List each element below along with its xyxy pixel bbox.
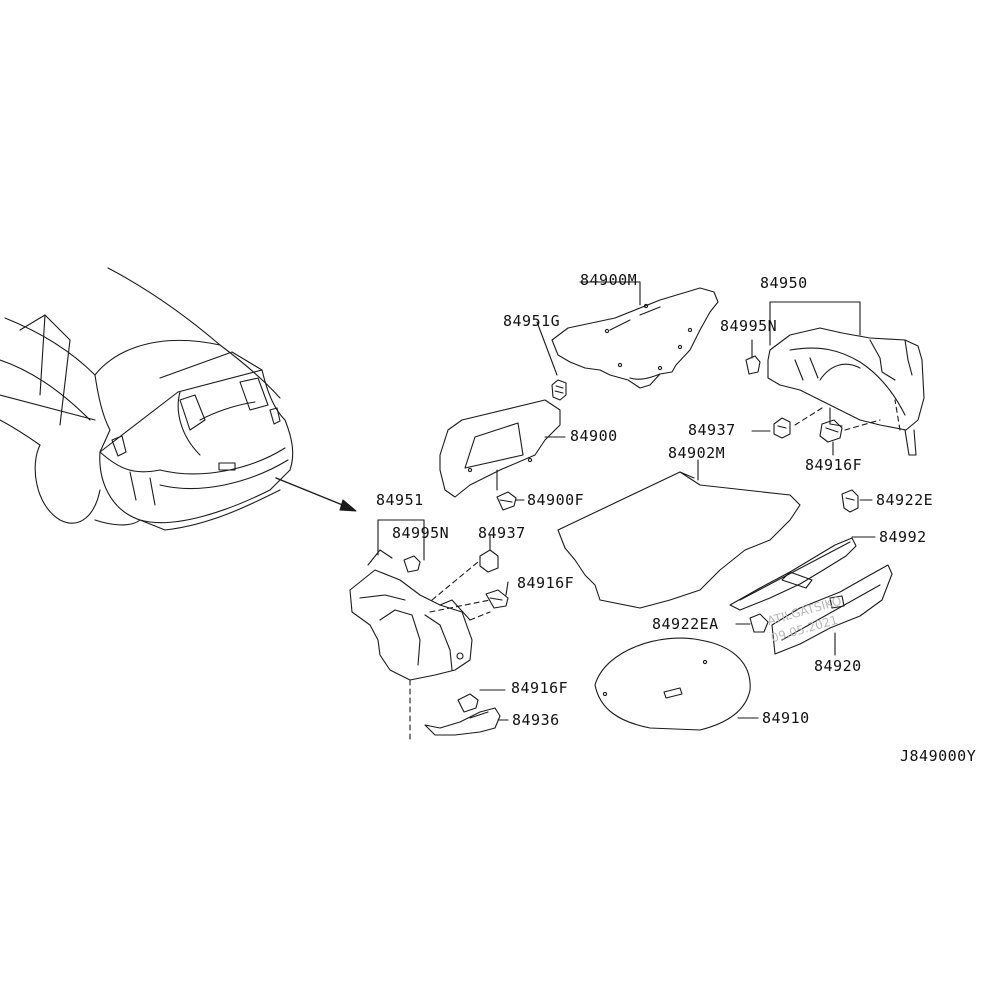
- label-84951G: 84951G: [503, 312, 561, 330]
- part-84916F-mid-clip: [485, 589, 509, 609]
- part-84951G-clip: [551, 379, 567, 401]
- part-84936-strap: [424, 707, 501, 736]
- label-84936: 84936: [512, 711, 560, 729]
- label-84937-left: 84937: [478, 524, 526, 542]
- label-84900M: 84900M: [580, 271, 638, 289]
- leader-84951: [377, 519, 425, 561]
- car-rear-illustration: [0, 267, 294, 531]
- part-84995N-left-clip: [403, 555, 421, 573]
- part-84992-shape: [729, 537, 857, 611]
- part-84995N-right-clip: [745, 355, 761, 375]
- part-84916F-low-clip: [457, 693, 479, 713]
- assembly-dash-right: [794, 399, 901, 431]
- part-84902M-shape: [557, 471, 801, 609]
- leader-84951G: [536, 321, 558, 376]
- part-84900F-clip: [496, 491, 517, 511]
- label-84995N-right: 84995N: [720, 317, 778, 335]
- label-84922E: 84922E: [876, 491, 934, 509]
- part-84916F-right-clip: [819, 419, 843, 443]
- part-84922EA-clip: [749, 613, 769, 633]
- part-84920-shape: [771, 564, 893, 655]
- part-84900-shape: [439, 399, 561, 498]
- part-84937-left-grommet: [479, 549, 499, 573]
- label-84902M: 84902M: [668, 444, 726, 462]
- leader-84916F-mid: [505, 581, 509, 596]
- leader-84950: [769, 301, 861, 346]
- assembly-dash-left: [429, 561, 491, 621]
- label-84951: 84951: [376, 491, 424, 509]
- label-84900F: 84900F: [527, 491, 585, 509]
- label-84916F-low: 84916F: [511, 679, 569, 697]
- part-84951-shape: [349, 549, 473, 681]
- label-84922EA: 84922EA: [652, 615, 719, 633]
- part-84900M-shape: [551, 287, 719, 389]
- part-84950-shape: [767, 327, 925, 456]
- label-84950: 84950: [760, 274, 808, 292]
- label-84995N-left: 84995N: [392, 524, 450, 542]
- label-84920: 84920: [814, 657, 862, 675]
- direction-arrow: [275, 477, 357, 512]
- label-84916F-right: 84916F: [805, 456, 863, 474]
- label-84937-right: 84937: [688, 421, 736, 439]
- label-84900: 84900: [570, 427, 618, 445]
- label-84910: 84910: [762, 709, 810, 727]
- part-84922E-clip: [841, 489, 859, 513]
- part-84910-shape: [594, 637, 751, 731]
- diagram-code: J849000Y: [900, 747, 977, 765]
- label-84916F-mid: 84916F: [517, 574, 575, 592]
- label-84992: 84992: [879, 528, 927, 546]
- part-84937-right-grommet: [773, 417, 791, 439]
